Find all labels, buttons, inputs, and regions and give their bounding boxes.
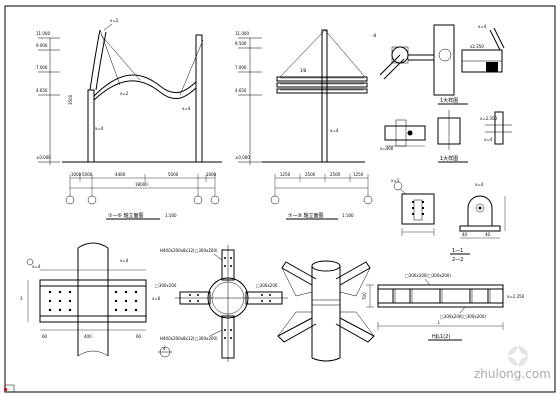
svg-text:x=4: x=4	[478, 24, 487, 29]
detail-2-title: 1大样图	[440, 155, 458, 162]
svg-text:40: 40	[462, 232, 468, 237]
watermark: zhulong.com	[474, 346, 551, 381]
column	[195, 34, 203, 163]
svg-text:700: 700	[362, 292, 367, 300]
canopy-beam	[276, 76, 368, 82]
svg-text:L: L	[438, 320, 441, 325]
elevation-b-axes	[270, 192, 373, 205]
svg-text:1250: 1250	[280, 172, 291, 177]
elevation-a-scale: 1:100	[165, 213, 177, 218]
svg-text:3500: 3500	[68, 94, 73, 105]
svg-text:2500: 2500	[305, 172, 316, 177]
svg-text:40: 40	[485, 232, 491, 237]
joint-isometric	[277, 260, 375, 362]
elevation-a-dims: 1000 5000 4400 5000 1000 18000	[69, 172, 217, 192]
svg-text:x=4: x=4	[120, 258, 129, 263]
svg-text:x=4: x=4	[475, 182, 484, 187]
svg-text:5000: 5000	[168, 172, 179, 177]
level-label: 11.000	[36, 31, 50, 36]
beam-title: HJL1(2)	[432, 334, 450, 340]
elevation-a: 11.000 9.000 7.000 4.650 ±0.000 x=2 x=2 …	[36, 18, 222, 220]
column	[321, 29, 328, 163]
elevation-a-title: ①—⑥ 轴立面图	[108, 212, 144, 219]
svg-text:x=2.350: x=2.350	[480, 116, 498, 121]
svg-text:x=400: x=400	[380, 146, 394, 151]
svg-text:x=4: x=4	[95, 126, 104, 131]
axis-bubble	[87, 195, 97, 205]
arch-beam	[93, 74, 197, 97]
svg-text:x=2: x=2	[110, 18, 119, 23]
svg-text:3: 3	[20, 296, 23, 301]
level-label: 7.000	[36, 65, 48, 70]
section-11-title: 1—1	[452, 248, 463, 254]
svg-text:x=2.350: x=2.350	[507, 294, 525, 299]
svg-text:x=6: x=6	[152, 296, 161, 301]
cross-plan: H400x200x8x12(□300x200) H400x200x8x12(□3…	[155, 245, 288, 362]
cross-callout: □300x200	[256, 283, 278, 288]
svg-text:18000: 18000	[135, 182, 148, 187]
sheet-border	[4, 5, 556, 393]
elevation-a-axes	[65, 192, 220, 205]
elevation-b-levels: 11.000 9.500 7.000 4.650 ±0.000	[235, 31, 262, 165]
svg-text:x2.350: x2.350	[470, 44, 484, 49]
svg-text:5000: 5000	[82, 172, 93, 177]
svg-text:x=4: x=4	[32, 264, 41, 269]
svg-text:-8: -8	[372, 33, 376, 38]
svg-text:1/8: 1/8	[300, 68, 307, 73]
watermark-logo	[508, 346, 528, 366]
svg-text:4: 4	[163, 346, 166, 351]
beam-bottom-callout: □300x200(□300x200)	[440, 314, 486, 319]
svg-text:x=2: x=2	[120, 91, 129, 96]
axis-bubble	[193, 195, 203, 205]
svg-text:60: 60	[136, 334, 142, 339]
svg-text:4400: 4400	[115, 172, 126, 177]
beam-elevation: □300x200(□300x200) □300x200(□300x200) x=…	[362, 273, 525, 341]
svg-text:9.500: 9.500	[235, 41, 247, 46]
detail-2: x=400 x=2.350 x=4 1大样图	[380, 110, 512, 163]
section-plates: x=1 x=4 40 40 1—1 2—2	[391, 178, 506, 263]
svg-text:±0.000: ±0.000	[235, 155, 250, 160]
section-22-title: 2—2	[452, 257, 463, 263]
axis-bubble	[210, 195, 220, 205]
cross-callout: □300x200	[155, 283, 177, 288]
svg-text:x=4: x=4	[484, 137, 493, 142]
watermark-text: zhulong.com	[474, 367, 551, 381]
svg-text:1000: 1000	[206, 172, 217, 177]
cross-callout: H400x200x8x12(□300x200)	[160, 248, 218, 253]
detail-1-title: 1大样图	[440, 97, 458, 104]
svg-text:400: 400	[84, 334, 92, 339]
svg-text:1000: 1000	[71, 172, 82, 177]
svg-text:2500: 2500	[330, 172, 341, 177]
svg-text:x=1: x=1	[391, 178, 400, 183]
mast	[89, 29, 101, 91]
svg-text:4.650: 4.650	[235, 88, 247, 93]
beam-top-callout: □300x200(□300x200)	[405, 273, 451, 278]
elevation-b: 11.000 9.500 7.000 4.650 ±0.000 1/8 x=4	[235, 29, 373, 220]
detail-1: x2.350 -8 x=4 1大样图	[372, 24, 505, 105]
bolt-group	[48, 290, 138, 312]
svg-text:1250: 1250	[353, 172, 364, 177]
elevation-b-dims: 1250 2500 2500 1250	[274, 172, 369, 192]
column	[87, 89, 95, 163]
svg-text:x=4: x=4	[182, 106, 191, 111]
cross-callout: H400x200x8x12(□300x200)	[160, 336, 218, 341]
svg-text:1:100: 1:100	[342, 213, 354, 218]
elevation-b-title: ⑦—⑩ 轴立面图	[288, 212, 324, 219]
svg-text:11.000: 11.000	[235, 31, 249, 36]
elevation-a-levels: 11.000 9.000 7.000 4.650 ±0.000	[36, 31, 60, 165]
level-label: ±0.000	[36, 155, 51, 160]
column-joint-elevation: x=4 x=4 60 400 60 x=6 3	[20, 242, 161, 357]
svg-text:60: 60	[42, 334, 48, 339]
level-label: 4.650	[36, 88, 48, 93]
level-label: 9.000	[36, 43, 48, 48]
svg-text:7.000: 7.000	[235, 65, 247, 70]
svg-text:x=4: x=4	[330, 128, 339, 133]
axis-bubble	[65, 195, 75, 205]
